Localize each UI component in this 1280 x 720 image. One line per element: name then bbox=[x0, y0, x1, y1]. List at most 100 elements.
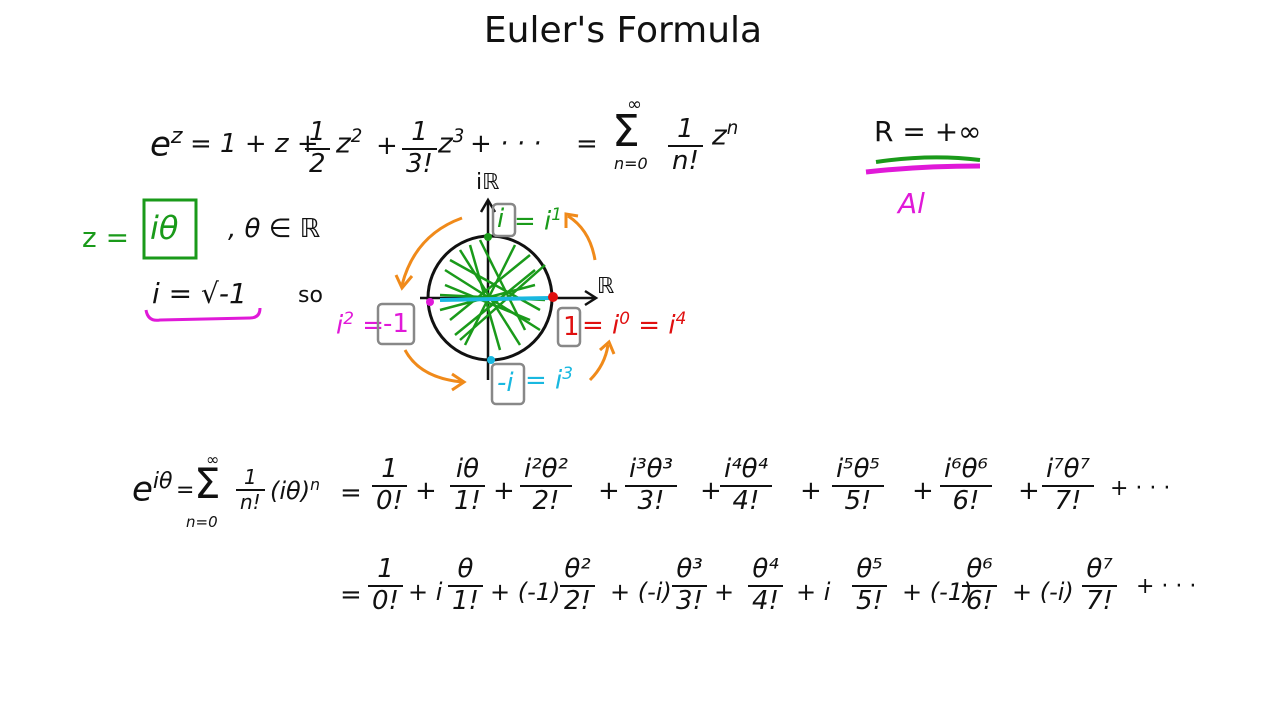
fraction-bar bbox=[372, 484, 407, 487]
sum-lower-limit: n=0 bbox=[614, 154, 648, 173]
line2-coef-3: + (-i) bbox=[610, 578, 672, 606]
top-point-power: = i1 bbox=[514, 204, 563, 237]
term-denominator: 7! bbox=[1086, 585, 1113, 616]
z-cubed: z3 bbox=[438, 126, 465, 160]
fraction-bar bbox=[625, 484, 677, 487]
line1-plus-0: + bbox=[415, 476, 437, 506]
dot-minus-i bbox=[487, 356, 495, 364]
line1-plus-3: + bbox=[700, 476, 722, 506]
sum2-upper: ∞ bbox=[206, 450, 220, 469]
real-axis-label: ℝ bbox=[597, 274, 615, 299]
term-denominator: 3! bbox=[637, 485, 665, 516]
term-denominator: 4! bbox=[752, 585, 779, 616]
radius-of-convergence: R = +∞ bbox=[874, 115, 982, 148]
line2-coef-7: + (-i) bbox=[1012, 578, 1074, 606]
fraction-bar bbox=[1082, 584, 1117, 587]
z-power-n: zn bbox=[712, 118, 739, 152]
fraction-bar bbox=[520, 484, 572, 487]
fraction-bar bbox=[672, 584, 707, 587]
imaginary-axis-label: iℝ bbox=[476, 170, 500, 195]
sum-upper-limit: ∞ bbox=[627, 94, 642, 115]
term-denominator: 7! bbox=[1054, 485, 1082, 516]
line1-plus-1: + bbox=[493, 476, 515, 506]
term-numerator: θ⁶ bbox=[966, 554, 993, 584]
term-numerator: i⁴θ⁴ bbox=[724, 454, 768, 484]
i-definition: i = √-1 bbox=[152, 277, 247, 310]
z-value-box bbox=[142, 198, 198, 260]
equals-sign: = bbox=[576, 129, 598, 159]
line2-coef-4: + bbox=[714, 578, 735, 606]
term-denominator: 5! bbox=[844, 485, 872, 516]
term-denominator: 0! bbox=[372, 585, 399, 616]
e-i-theta: eiθ bbox=[132, 468, 173, 510]
term-numerator: θ² bbox=[564, 554, 591, 584]
slide-title: Euler's Formula bbox=[483, 10, 763, 51]
right-point-boxed: 1 bbox=[563, 312, 580, 342]
term-denominator: 1! bbox=[452, 585, 479, 616]
term-numerator: θ³ bbox=[676, 554, 703, 584]
line2-coef-6: + (-1) bbox=[902, 578, 973, 606]
term-denominator: 4! bbox=[732, 485, 760, 516]
orange-rotation-arrows bbox=[394, 212, 616, 392]
term-numerator: θ⁴ bbox=[752, 554, 779, 584]
line1-plus-2: + bbox=[598, 476, 620, 506]
fraction-bar bbox=[748, 584, 783, 587]
eq2: = bbox=[340, 478, 362, 508]
i-underline bbox=[144, 307, 262, 322]
green-scribble bbox=[439, 239, 546, 351]
fraction-bar bbox=[852, 584, 887, 587]
fraction-bar bbox=[962, 584, 997, 587]
dot-1 bbox=[548, 292, 558, 302]
term-numerator: θ bbox=[457, 554, 474, 584]
bottom-point-boxed: -i bbox=[497, 368, 514, 398]
term-numerator: 1 bbox=[377, 554, 394, 584]
so-word: so bbox=[298, 283, 323, 308]
term-denominator: 1! bbox=[454, 485, 481, 516]
term-numerator: iθ bbox=[455, 454, 480, 484]
term-denominator: 2! bbox=[564, 585, 591, 616]
top-point-boxed: i bbox=[497, 204, 505, 234]
series-first-terms: = 1 + z + bbox=[190, 129, 319, 159]
cyan-stroke bbox=[439, 296, 551, 302]
term-denominator: 3! bbox=[676, 585, 703, 616]
term-numerator: θ⁵ bbox=[856, 554, 883, 584]
line1-plus-6: + bbox=[1018, 476, 1040, 506]
term-numerator: i²θ² bbox=[524, 454, 568, 484]
sum-symbol: Σ bbox=[612, 106, 640, 157]
box-i bbox=[491, 202, 517, 238]
term-numerator: θ⁷ bbox=[1086, 554, 1113, 584]
magenta-scribble: Al bbox=[898, 187, 925, 220]
theta-real: , θ ∈ ℝ bbox=[228, 214, 321, 244]
term-denominator: 5! bbox=[856, 585, 883, 616]
fraction-bar bbox=[450, 484, 485, 487]
line1-plus-5: + bbox=[912, 476, 934, 506]
line1-plus-4: + bbox=[800, 476, 822, 506]
line2-coef-5: + i bbox=[796, 578, 831, 606]
right-point-powers: = i0 = i4 bbox=[582, 308, 687, 341]
plus-sign: + bbox=[376, 131, 398, 161]
fraction-bar bbox=[940, 484, 992, 487]
sum2-symbol: Σ bbox=[194, 459, 221, 508]
series-lhs: ez bbox=[150, 123, 183, 165]
real-axis-arrow bbox=[584, 289, 599, 307]
fraction-bar bbox=[560, 584, 595, 587]
term-numerator: i³θ³ bbox=[629, 454, 673, 484]
dot-i bbox=[484, 233, 492, 241]
sum2-body: (iθ)n bbox=[270, 476, 320, 505]
